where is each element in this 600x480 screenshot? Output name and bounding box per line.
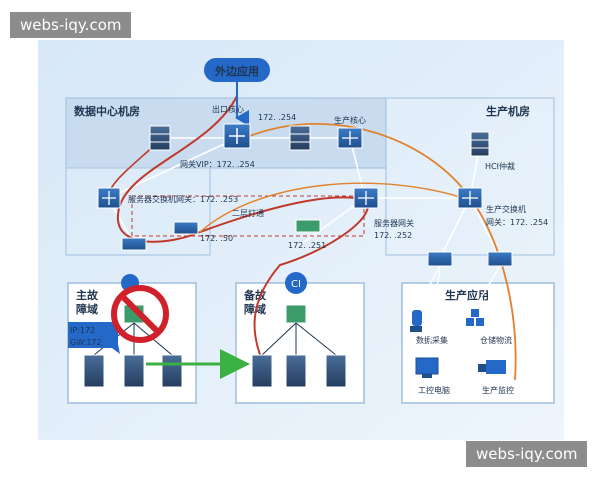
ip-254-label: 172. .254 (258, 113, 296, 122)
exit-core-label: 出口核心 (212, 104, 244, 114)
data-collect-label: 数据采集 (416, 335, 448, 345)
primary-ip-label: IP:172 (70, 326, 95, 335)
server-switch-left (97, 187, 121, 209)
warehouse-icon (466, 309, 484, 326)
server-gw-label: 服务器网关 (374, 218, 414, 228)
access-switch-c (295, 219, 321, 233)
prod-core-label: 生产核心 (334, 115, 366, 125)
watermark-bottom: webs-iqy.com (466, 441, 588, 467)
forbidden-icon (111, 285, 169, 343)
server-gateway-switch (353, 187, 379, 209)
server-gw-ip-label: 172. .252 (374, 231, 412, 240)
prod-core-switch (337, 127, 363, 149)
vm-backup-3 (325, 354, 347, 388)
prod-switch (457, 187, 483, 209)
failover-path-red (116, 95, 369, 361)
vm-primary-3 (161, 354, 183, 388)
primary-gw-label: GW:172 (70, 338, 102, 347)
mid-server-icon (289, 125, 311, 151)
monitor-label: 生产监控 (482, 385, 514, 395)
watermark-top: webs-iqy.com (10, 12, 132, 38)
svg-text:CI: CI (291, 279, 301, 290)
prod-access-switch-1 (427, 251, 453, 267)
prod-apps-label: 生产应用 (445, 288, 489, 302)
ip-50-label: 172. .50 (200, 234, 233, 243)
hci-arbiter-icon (470, 131, 490, 157)
backup-domain-label-1: 备故 (243, 288, 267, 302)
ip-251-label: 172. .251 (288, 241, 326, 250)
prod-access-switch-2 (487, 251, 513, 267)
monitor-icon (478, 360, 506, 374)
gateway-vip-label: 网关VIP：172. .254 (180, 159, 255, 169)
vm-backup-2 (285, 354, 307, 388)
primary-domain-label-1: 主故 (76, 288, 99, 302)
vm-backup-1 (251, 354, 273, 388)
prod-app-links (417, 265, 501, 357)
primary-ip-info (68, 322, 120, 354)
prod-switch-label: 生产交换机 (486, 204, 526, 214)
hci-arbiter-label: HCI仲裁 (485, 161, 515, 171)
server-switch-gw-label: 服务器交换机网关：172. .253 (128, 194, 238, 204)
access-switch-a (121, 237, 147, 251)
access-switch-b (173, 221, 199, 235)
vswitch-backup (285, 304, 307, 324)
prod-path-orange-2 (199, 182, 471, 233)
ipc-label: 工控电脑 (418, 385, 450, 395)
hci-cloud-backup: CI (285, 272, 307, 294)
backup-domain-label-2: 障域 (244, 302, 266, 316)
prod-room-area (385, 97, 555, 256)
internet-label: 外边应用 (214, 64, 259, 78)
vm-primary-2 (123, 354, 145, 388)
internet-node (204, 58, 270, 82)
prod-room-label: 生产机房 (486, 104, 530, 118)
dc-room-label: 数据中心机房 (74, 104, 140, 118)
warehouse-label: 仓储物流 (480, 335, 512, 345)
firewall-left-icon (149, 125, 171, 151)
primary-domain-label-2: 障域 (76, 302, 98, 316)
vm-primary-1 (83, 354, 105, 388)
exit-core-switch (223, 123, 251, 149)
prod-switch-gw-label: 网关：172. .254 (486, 217, 548, 227)
data-collect-icon (410, 310, 422, 332)
ipc-icon (415, 357, 439, 378)
layer2-label: 二层打通 (232, 208, 264, 218)
